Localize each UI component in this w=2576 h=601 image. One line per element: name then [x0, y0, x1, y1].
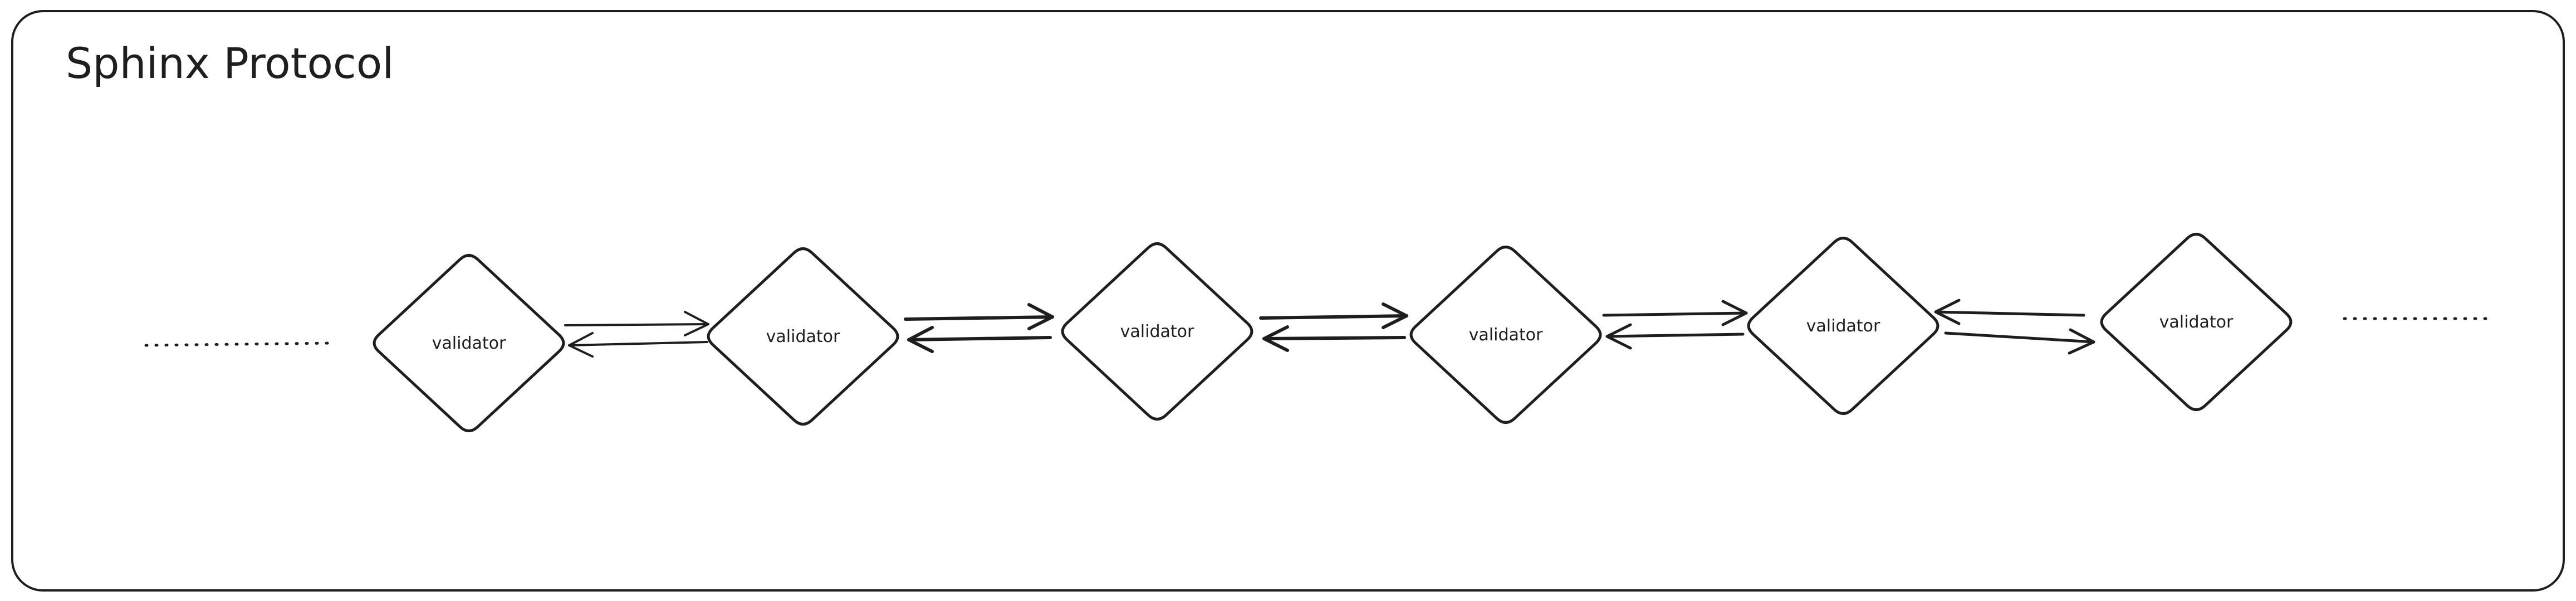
validator-label: validator: [432, 334, 506, 353]
edge-n2-n3: [904, 303, 1054, 353]
edge-n4-n5: [1602, 300, 1748, 350]
validator-node: validator: [707, 247, 899, 426]
validator-node: validator: [373, 253, 565, 433]
validator-diamond: [2100, 232, 2293, 412]
diagram-title: Sphinx Protocol: [66, 38, 394, 88]
edges-group: [564, 299, 2095, 358]
validator-diamond: [707, 247, 899, 426]
validator-node: validator: [1061, 242, 1253, 421]
validator-diamond: [373, 253, 565, 433]
nodes-group: validator validator validator validator vali…: [373, 232, 2293, 433]
edge-n5-n6: [1934, 299, 2095, 355]
left-continuation-dots: [144, 341, 333, 347]
validator-node: validator: [2100, 232, 2293, 412]
validator-diamond: [1409, 245, 1602, 424]
validator-diamond: [1061, 242, 1253, 421]
validator-label: validator: [766, 327, 840, 346]
edge-n3-n4: [1259, 302, 1408, 352]
validator-label: validator: [1469, 325, 1543, 345]
edge-n1-n2: [564, 311, 709, 358]
validator-label: validator: [1120, 322, 1194, 341]
validator-node: validator: [1747, 236, 1940, 416]
validator-label: validator: [2159, 312, 2234, 332]
validator-label: validator: [1806, 316, 1880, 336]
frame-border: [11, 10, 2565, 592]
validator-node: validator: [1409, 245, 1602, 424]
validator-diamond: [1747, 236, 1940, 416]
